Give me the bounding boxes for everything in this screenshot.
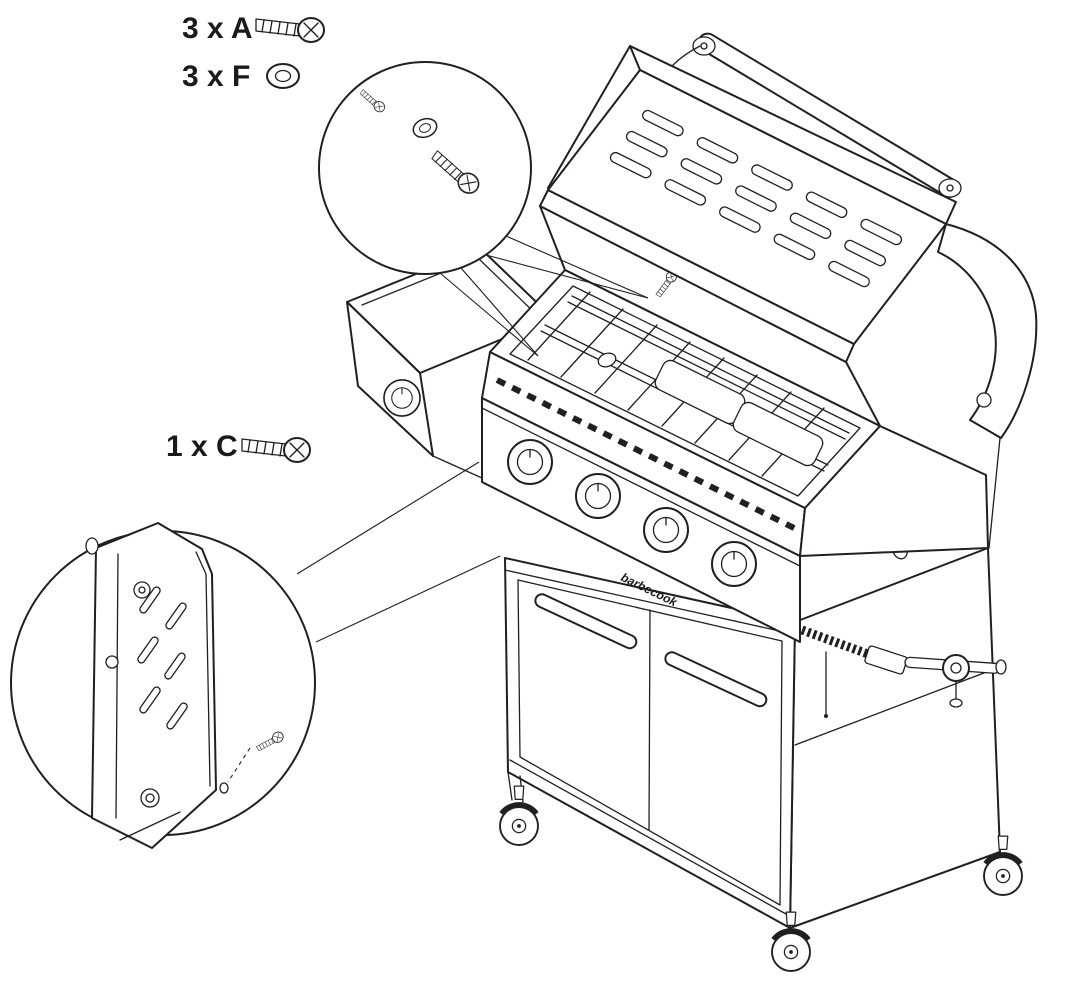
side-burner-knob (383, 379, 421, 417)
burner-tray-2 (732, 401, 824, 467)
callout-side-panel-detail (10, 461, 501, 849)
cart-side-panel (789, 547, 1001, 929)
left-door-handle (534, 593, 638, 650)
firebox (481, 205, 989, 557)
grease-vent-strip (495, 377, 800, 533)
vent-slots (137, 586, 188, 730)
part-f-label: 3 x F (182, 60, 250, 93)
screw-icon (255, 17, 325, 43)
lid-vent-slats (609, 109, 903, 288)
gas-valve-assembly (800, 625, 1007, 718)
door-split-line (648, 609, 651, 831)
burner-knob-1 (507, 439, 553, 485)
screw-icon (241, 437, 311, 463)
thermometer-hole (597, 352, 617, 368)
hardware-legend: 3 x A 3 x F 1 x C (166, 12, 325, 463)
part-c-label: 1 x C (166, 430, 238, 463)
caster-front-left (500, 786, 538, 845)
screw-hole (219, 782, 229, 794)
cart (500, 437, 1022, 971)
grill-illustration: barbecook (346, 32, 1038, 971)
lid-side-cap (937, 223, 1038, 439)
burner-knob-3 (643, 507, 689, 553)
washer-icon (266, 63, 300, 89)
callout-top-detail (318, 61, 649, 357)
part-a-label: 3 x A (182, 12, 253, 45)
lid-open (539, 32, 1038, 439)
burner-knob-4 (711, 541, 757, 587)
right-door-handle (664, 651, 768, 708)
burner-knob-2 (575, 473, 621, 519)
valve-body (864, 645, 908, 675)
flame-tamer-bar-2 (567, 295, 850, 440)
callout-circle (318, 61, 532, 275)
